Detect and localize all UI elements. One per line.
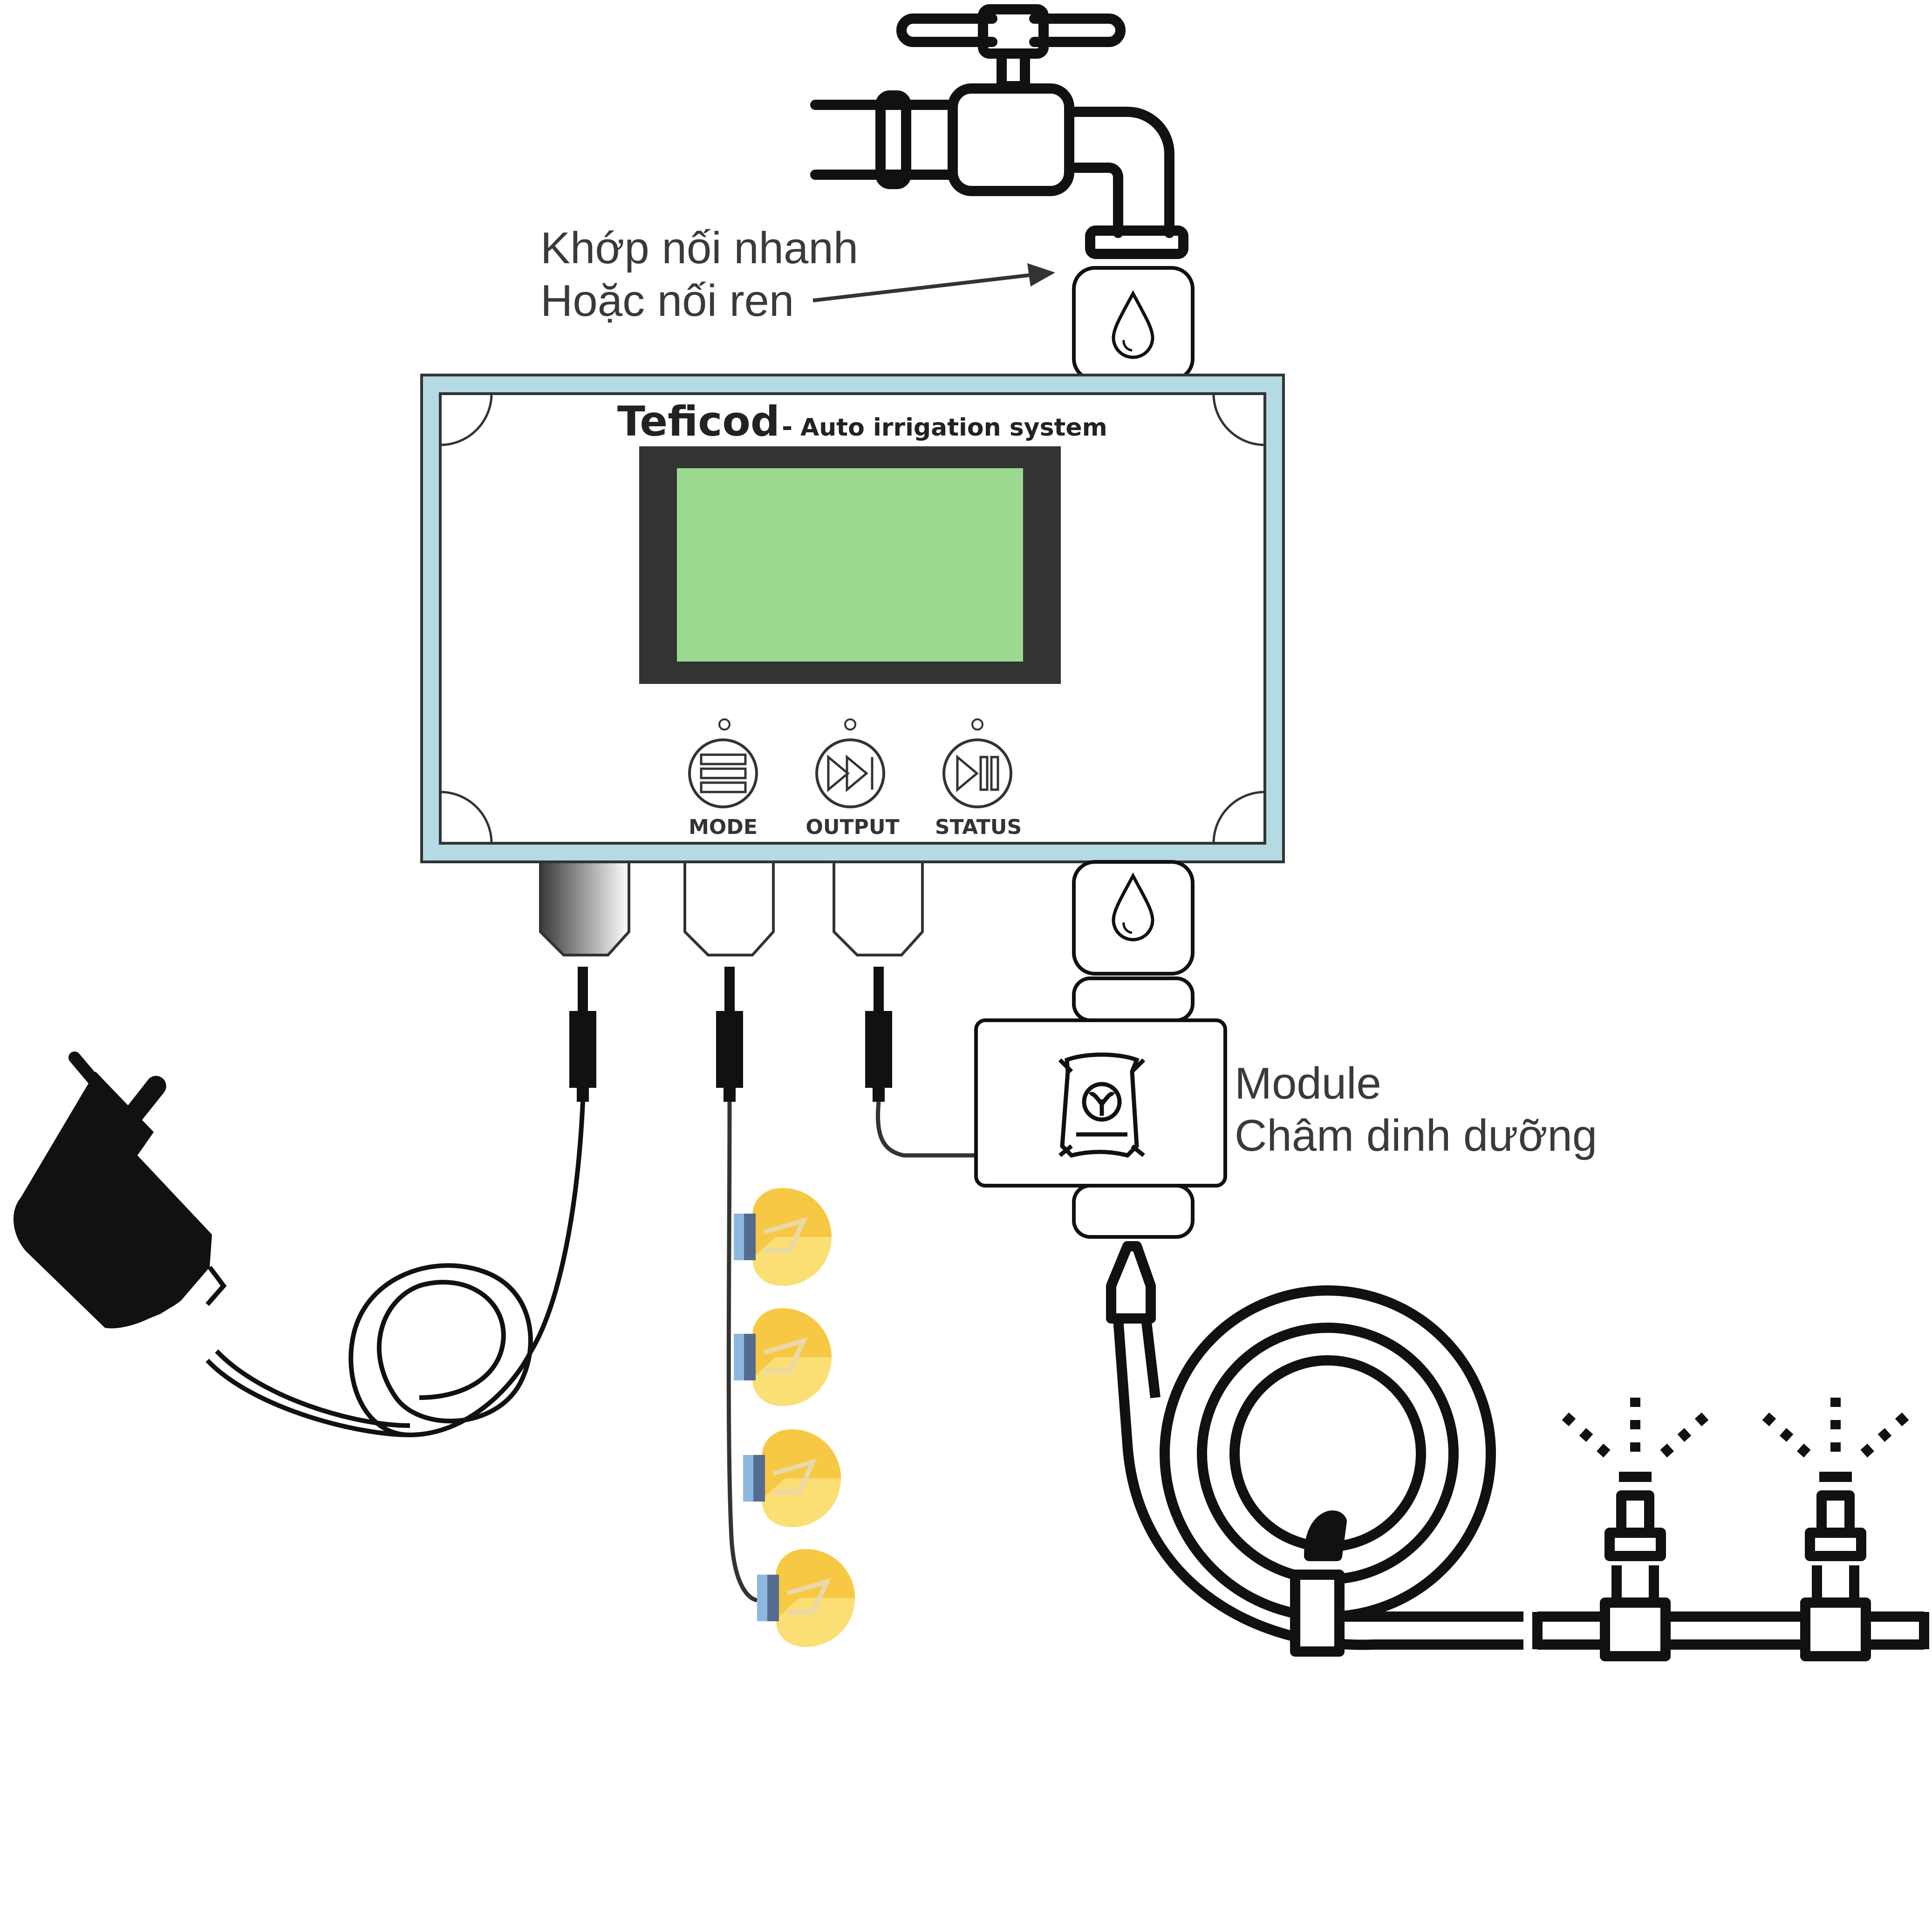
lamp-output-port	[683, 860, 775, 956]
module-plug	[865, 967, 892, 1102]
brand-separator: -	[782, 412, 792, 442]
sprinkler-icon	[1562, 1398, 1709, 1661]
lamp-cable	[726, 1101, 758, 1603]
play-pause-icon	[956, 754, 999, 792]
module-label-line2: Châm dinh dưỡng	[1235, 1111, 1597, 1161]
light-bulb-icon	[734, 1188, 832, 1286]
light-bulb-icon	[757, 1549, 855, 1647]
inlet-connector	[1072, 266, 1195, 382]
power-cable	[205, 1101, 585, 1438]
mode-button-label: MODE	[689, 815, 758, 839]
menu-icon	[700, 753, 747, 793]
mode-button[interactable]: MODE	[688, 718, 758, 839]
fertilizer-bag-icon	[1058, 1052, 1146, 1158]
module-output-port	[833, 860, 924, 956]
connector-label-line1: Khớp nối nhanh	[540, 223, 858, 273]
module-cable	[875, 1101, 976, 1158]
connector-arrow	[812, 263, 1055, 302]
brand-name: Teficod	[617, 397, 780, 445]
power-plug	[569, 967, 596, 1102]
light-bulb-icon	[734, 1308, 832, 1406]
water-drop-icon	[1112, 872, 1154, 942]
sprinkler-pipe	[1532, 1611, 1929, 1650]
water-drop-icon	[1112, 290, 1154, 359]
light-bulb-icon	[743, 1429, 841, 1527]
status-button-label: STATUS	[935, 815, 1022, 839]
outlet-connector	[1072, 860, 1195, 1022]
output-button-label: OUTPUT	[806, 815, 899, 839]
lamp-plug	[716, 967, 743, 1102]
status-button[interactable]: STATUS	[935, 718, 1022, 839]
connector-label-line2: Hoặc nối ren	[540, 276, 794, 326]
lcd-display	[639, 446, 1061, 684]
brand-tagline: Auto irrigation system	[800, 414, 1107, 442]
fast-forward-icon	[827, 754, 874, 792]
output-button[interactable]: OUTPUT	[806, 718, 900, 839]
power-port	[539, 860, 630, 956]
power-adapter-icon	[13, 1051, 227, 1329]
garden-hose-icon	[1106, 1241, 1523, 1657]
faucet-icon	[810, 4, 1188, 259]
sprinkler-icon	[1762, 1398, 1909, 1661]
nutrient-module	[974, 1018, 1227, 1239]
module-label-line1: Module	[1235, 1058, 1381, 1108]
